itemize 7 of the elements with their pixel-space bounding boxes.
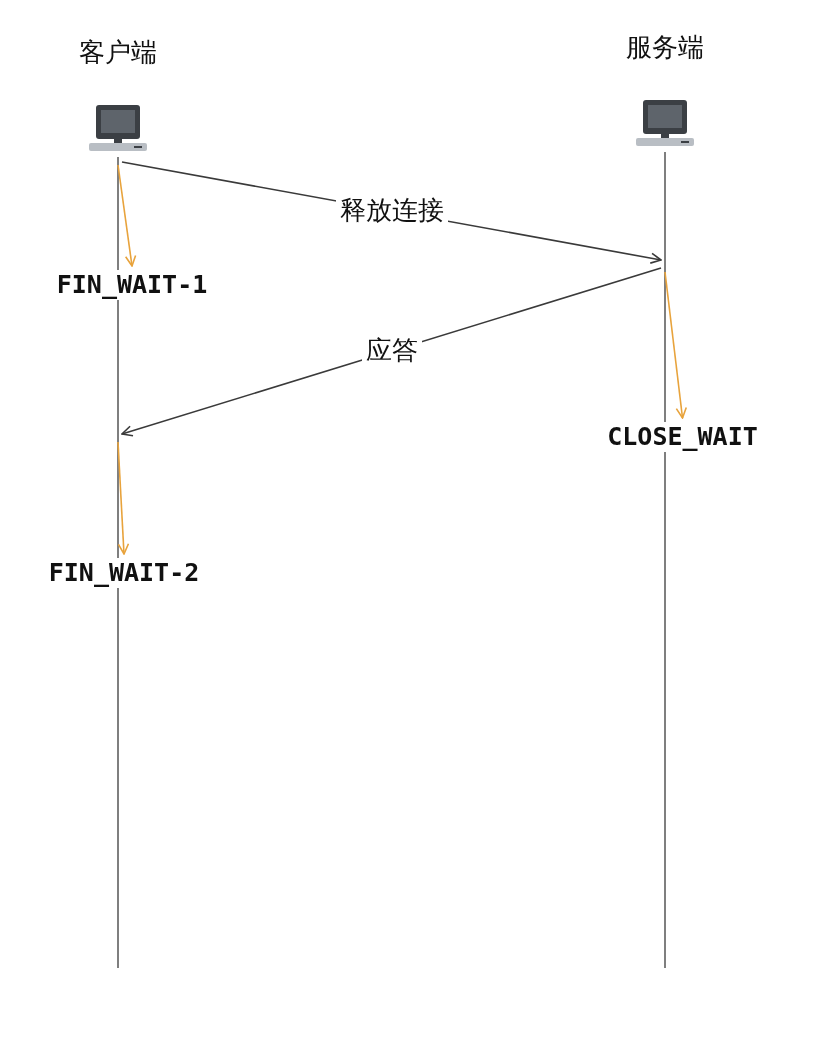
arrow [664,271,688,419]
arrow [117,441,130,555]
lifeline-heading: 服务端 [625,31,705,64]
lifeline-heading: 客户端 [78,36,158,69]
arrow [121,267,662,437]
arrow [121,161,662,264]
arrow [117,164,137,267]
